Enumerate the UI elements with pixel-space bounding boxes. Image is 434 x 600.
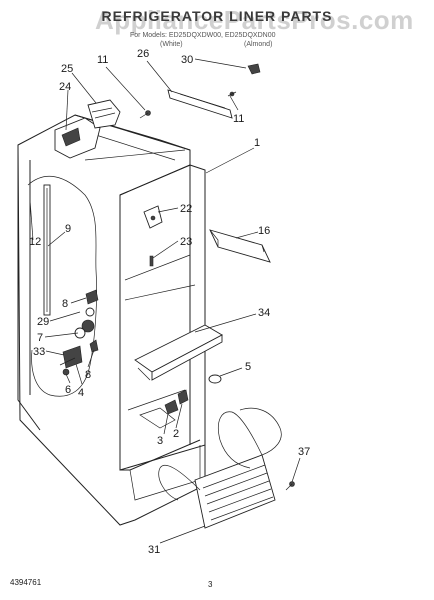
page-number: 3 xyxy=(208,580,213,589)
color-white-label: (White) xyxy=(160,41,183,48)
callout-8-upper: 8 xyxy=(62,298,68,310)
callout-labels: 30 26 11 25 24 11 1 22 16 23 9 12 8 29 3… xyxy=(29,48,310,556)
heater-31 xyxy=(158,407,282,529)
callout-24: 24 xyxy=(59,81,71,93)
callout-6: 6 xyxy=(65,384,71,396)
callout-26: 26 xyxy=(137,48,149,60)
document-number: 4394761 xyxy=(10,578,42,587)
bracket-22 xyxy=(143,205,163,267)
callout-22: 22 xyxy=(180,203,192,215)
callout-23: 23 xyxy=(180,236,192,248)
callout-29: 29 xyxy=(37,316,49,328)
shelf-16 xyxy=(209,229,271,263)
callout-4: 4 xyxy=(78,387,84,399)
callout-5: 5 xyxy=(245,361,251,373)
bumper-5 xyxy=(208,374,222,384)
small-parts-2-3 xyxy=(164,389,189,415)
model-numbers: For Models: ED25DQXDW00, ED25DQXDN00 xyxy=(130,32,276,39)
callout-25: 25 xyxy=(61,63,73,75)
callout-37: 37 xyxy=(298,446,310,458)
callout-11-right: 11 xyxy=(233,113,244,125)
callout-33: 33 xyxy=(33,346,45,358)
crisper-cover-34 xyxy=(134,324,223,381)
callout-31: 31 xyxy=(148,544,160,556)
callout-11-top: 11 xyxy=(97,54,108,66)
shelf-support-26 xyxy=(139,89,237,119)
callout-9: 9 xyxy=(65,223,71,235)
leader-lines xyxy=(29,58,301,544)
callout-16: 16 xyxy=(258,225,270,237)
color-almond-label: (Almond) xyxy=(244,41,273,48)
screw-37 xyxy=(285,481,295,491)
screw-30 xyxy=(247,63,261,75)
callout-3: 3 xyxy=(157,435,163,447)
callout-8-lower: 8 xyxy=(85,369,91,381)
callout-34: 34 xyxy=(258,307,270,319)
callout-12: 12 xyxy=(29,236,41,248)
page-title: REFRIGERATOR LINER PARTS xyxy=(101,8,333,24)
callout-7: 7 xyxy=(37,332,43,344)
callout-2: 2 xyxy=(173,428,179,440)
control-parts xyxy=(59,289,99,376)
callout-1: 1 xyxy=(254,137,260,149)
air-duct-assembly xyxy=(54,99,121,159)
callout-30: 30 xyxy=(181,54,193,66)
